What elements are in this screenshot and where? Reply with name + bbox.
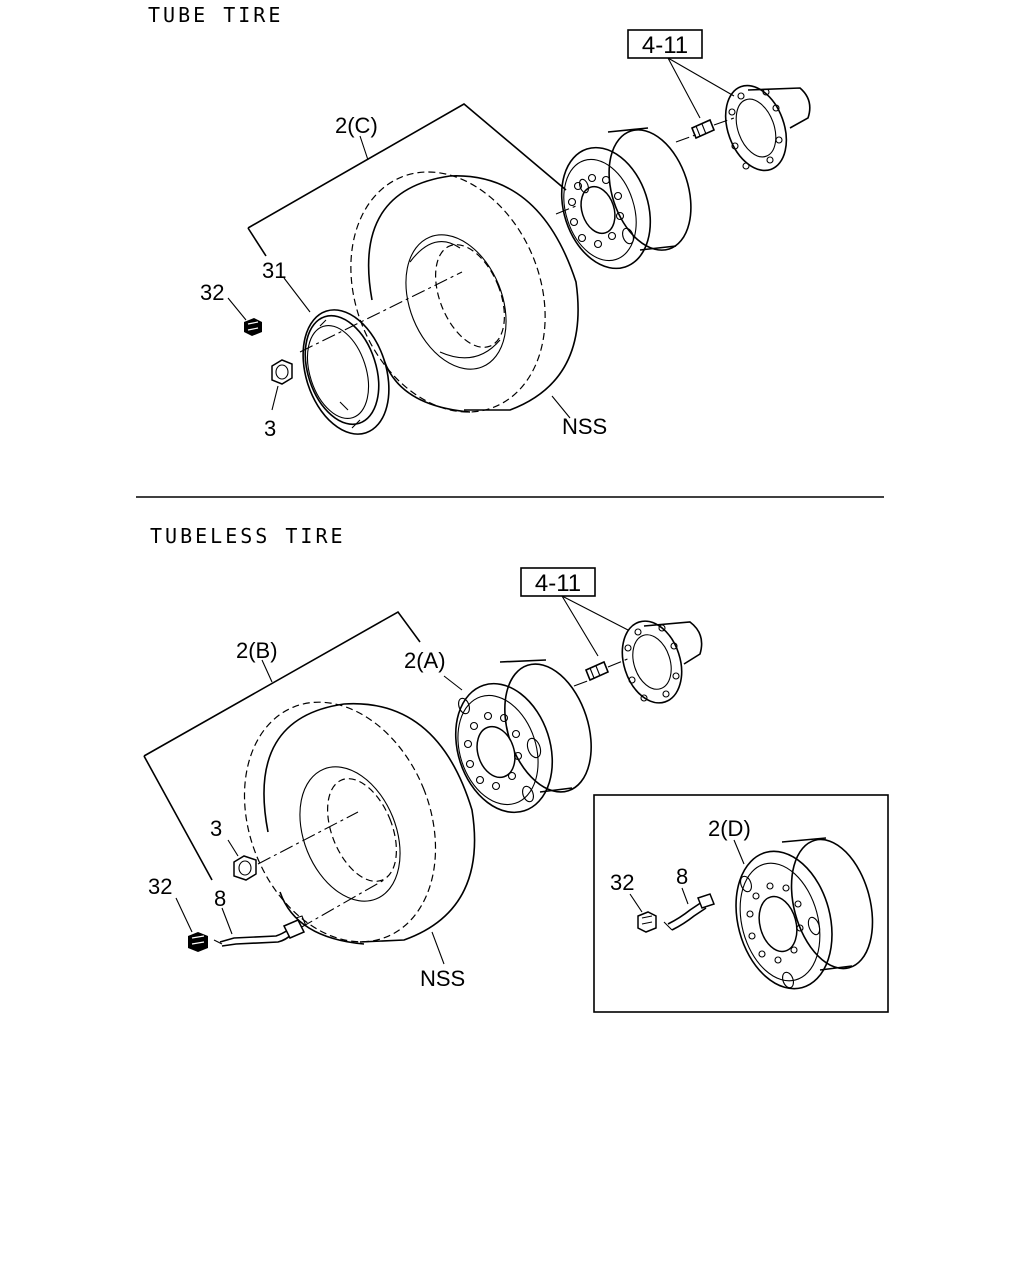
tube-hub-reference[interactable]: 4-11: [627, 29, 703, 59]
tube-tire-title: TUBE TIRE: [148, 3, 283, 27]
inset-wheel[interactable]: [721, 830, 885, 999]
tubeless-tire-title: TUBELESS TIRE: [150, 524, 346, 548]
tubeless-nut[interactable]: [233, 855, 257, 881]
tubeless-valve[interactable]: [213, 915, 307, 947]
tubeless-tire-assembly-label[interactable]: 2(B): [236, 638, 278, 663]
inset-valve-label[interactable]: 8: [676, 864, 688, 889]
tube-tire-label[interactable]: NSS: [562, 414, 607, 439]
tubeless-nut-label[interactable]: 3: [210, 816, 222, 841]
inset-wheel-label[interactable]: 2(D): [708, 816, 751, 841]
tube-hub-flange: [724, 84, 811, 172]
tube-cap-label[interactable]: 32: [200, 280, 224, 305]
tube-hub-reference-label: 4-11: [642, 32, 688, 59]
tubeless-valve-cap[interactable]: [188, 932, 208, 952]
tubeless-hub-flange: [621, 620, 703, 704]
tubeless-hub-reference-label: 4-11: [535, 570, 581, 597]
tubeless-tire-label[interactable]: NSS: [420, 966, 465, 991]
tubeless-cap-label[interactable]: 32: [148, 874, 172, 899]
inset-valve-cap[interactable]: [637, 911, 657, 933]
tubeless-wheel-stud: [584, 657, 631, 682]
tube-ring-label[interactable]: 31: [262, 258, 286, 283]
tubeless-tire-section: TUBELESS TIRE 4-11: [143, 524, 889, 1013]
tubeless-wheel[interactable]: [440, 653, 607, 825]
tubeless-wheel-label[interactable]: 2(A): [404, 648, 446, 673]
tube-nut[interactable]: [271, 359, 293, 385]
tube-valve-cap[interactable]: [244, 318, 262, 336]
inset-valve[interactable]: [663, 893, 715, 931]
tube-side-ring[interactable]: [288, 299, 404, 445]
inset-alternate-wheel: 2(D) 32 8: [593, 794, 889, 1013]
tube-wheel-disc: [555, 127, 699, 270]
tube-tire[interactable]: [316, 143, 580, 442]
inset-cap-label[interactable]: 32: [610, 870, 634, 895]
tube-tire-assembly-label[interactable]: 2(C): [335, 113, 378, 138]
tube-tire-section: TUBE TIRE 4-11: [148, 3, 811, 445]
tubeless-tire[interactable]: [210, 673, 476, 970]
tube-nut-label[interactable]: 3: [264, 416, 276, 441]
tubeless-valve-label[interactable]: 8: [214, 886, 226, 911]
tubeless-hub-reference[interactable]: 4-11: [520, 567, 596, 597]
